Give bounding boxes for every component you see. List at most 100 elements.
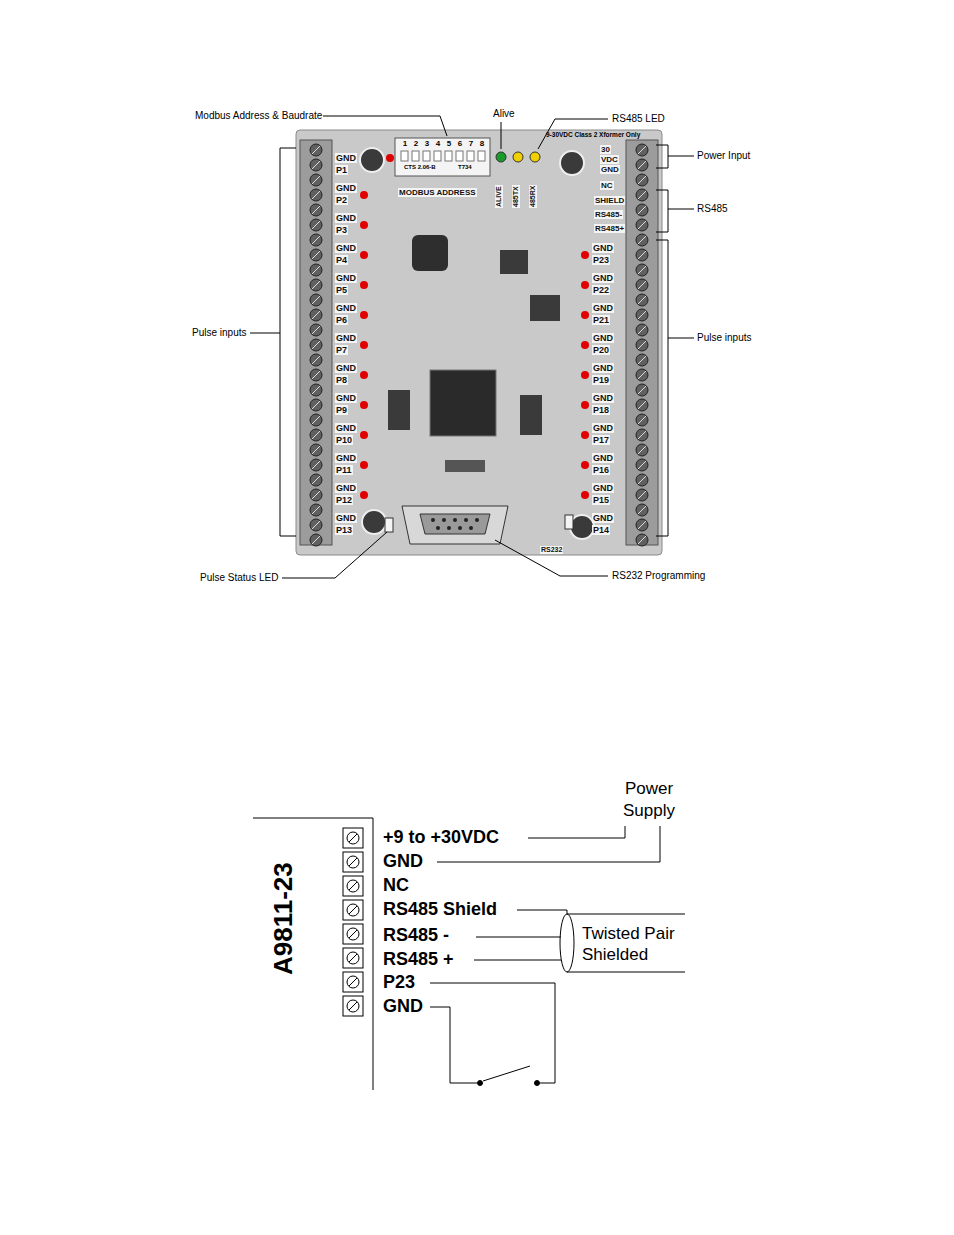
callout-label: Pulse inputs [192, 327, 246, 339]
callout-label: 7 [467, 139, 475, 148]
screw-head [636, 249, 648, 261]
crystal [445, 460, 485, 472]
screw-slot [638, 356, 646, 364]
silkscreen-label: GND [592, 513, 614, 523]
status-dot [360, 311, 368, 319]
callout-label: Alive [493, 108, 515, 120]
leader-line [323, 116, 447, 136]
callout-label: CTS 2.06-B [404, 164, 436, 171]
silkscreen-label: GND [592, 303, 614, 313]
silkscreen-label: P18 [592, 405, 610, 415]
screw-head [310, 339, 322, 351]
silkscreen-label: GND [335, 333, 357, 343]
screw-head [636, 534, 648, 546]
screw-head [636, 189, 648, 201]
screw-head [636, 384, 648, 396]
db9-pin [453, 518, 457, 522]
screw-slot [312, 266, 320, 274]
terminal-label: GND [383, 851, 423, 873]
silkscreen-label: GND [592, 363, 614, 373]
screw-slot [638, 311, 646, 319]
switch-contact [535, 1081, 540, 1086]
screw-head [636, 144, 648, 156]
status-dot [386, 154, 394, 162]
screw-head [636, 159, 648, 171]
status-dot [581, 281, 589, 289]
screw-slot [638, 386, 646, 394]
screw-slot [638, 296, 646, 304]
status-dot [360, 221, 368, 229]
silkscreen-label: P16 [592, 465, 610, 475]
screw-head [636, 489, 648, 501]
callout-label: Modbus Address & Baudrate [195, 110, 322, 122]
status-dot [581, 251, 589, 259]
screw-head [636, 504, 648, 516]
db9-pin [442, 518, 446, 522]
screw-slot [312, 461, 320, 469]
silkscreen-label: 485RX [529, 185, 537, 208]
screw-slot [312, 386, 320, 394]
silkscreen-label: P11 [335, 465, 353, 475]
silkscreen-label: P19 [592, 375, 610, 385]
screw-head [310, 309, 322, 321]
screw-head [636, 474, 648, 486]
silkscreen-label: P9 [335, 405, 348, 415]
silkscreen-label: GND [592, 273, 614, 283]
status-dot [581, 461, 589, 469]
screw-head [636, 204, 648, 216]
silkscreen-label: P10 [335, 435, 353, 445]
mounting-hole [360, 148, 384, 172]
silkscreen-label: GND [335, 303, 357, 313]
screw-head [310, 324, 322, 336]
silkscreen-label: P15 [592, 495, 610, 505]
silkscreen-label: RS232 [540, 546, 563, 554]
bracket [656, 190, 694, 232]
callout-label: RS485 LED [612, 113, 665, 125]
status-dot [360, 371, 368, 379]
silkscreen-label: P17 [592, 435, 610, 445]
screw-head [310, 459, 322, 471]
chip [520, 395, 542, 435]
callout-label: Pulse Status LED [200, 572, 278, 584]
silkscreen-label: GND [335, 363, 357, 373]
screw-head [310, 474, 322, 486]
screw-slot [638, 326, 646, 334]
status-dot [360, 491, 368, 499]
screw-head [636, 219, 648, 231]
terminal-label: Power Supply [605, 778, 693, 822]
screw-slot [312, 521, 320, 529]
callout-label: Pulse inputs [697, 332, 751, 344]
mounting-hole [570, 515, 594, 539]
screw-slot [638, 206, 646, 214]
silkscreen-label: P2 [335, 195, 348, 205]
dip-lever [401, 151, 408, 161]
terminal-label: RS485 - [383, 925, 449, 947]
terminal-label: P23 [383, 972, 415, 994]
status-dot [360, 401, 368, 409]
silkscreen-label: P23 [592, 255, 610, 265]
led-yellow [513, 152, 523, 162]
db9-pin [458, 526, 462, 530]
screw-slot [312, 446, 320, 454]
screw-head [636, 354, 648, 366]
silkscreen-label: GND [592, 423, 614, 433]
silkscreen-label: GND [335, 483, 357, 493]
dip-lever [412, 151, 419, 161]
screw-head [636, 324, 648, 336]
callout-label: 2 [412, 139, 420, 148]
screw-head [636, 309, 648, 321]
silkscreen-label: P12 [335, 495, 353, 505]
db9-pin [469, 526, 473, 530]
terminal-label: +9 to +30VDC [383, 827, 499, 849]
circuit-board [296, 130, 662, 555]
screw-slot [638, 491, 646, 499]
callout-label: RS232 Programming [612, 570, 705, 582]
screw-slot [638, 176, 646, 184]
screw-slot [312, 296, 320, 304]
silkscreen-label: GND [335, 273, 357, 283]
screw-slot [638, 221, 646, 229]
screw-head [636, 279, 648, 291]
status-dot [581, 311, 589, 319]
